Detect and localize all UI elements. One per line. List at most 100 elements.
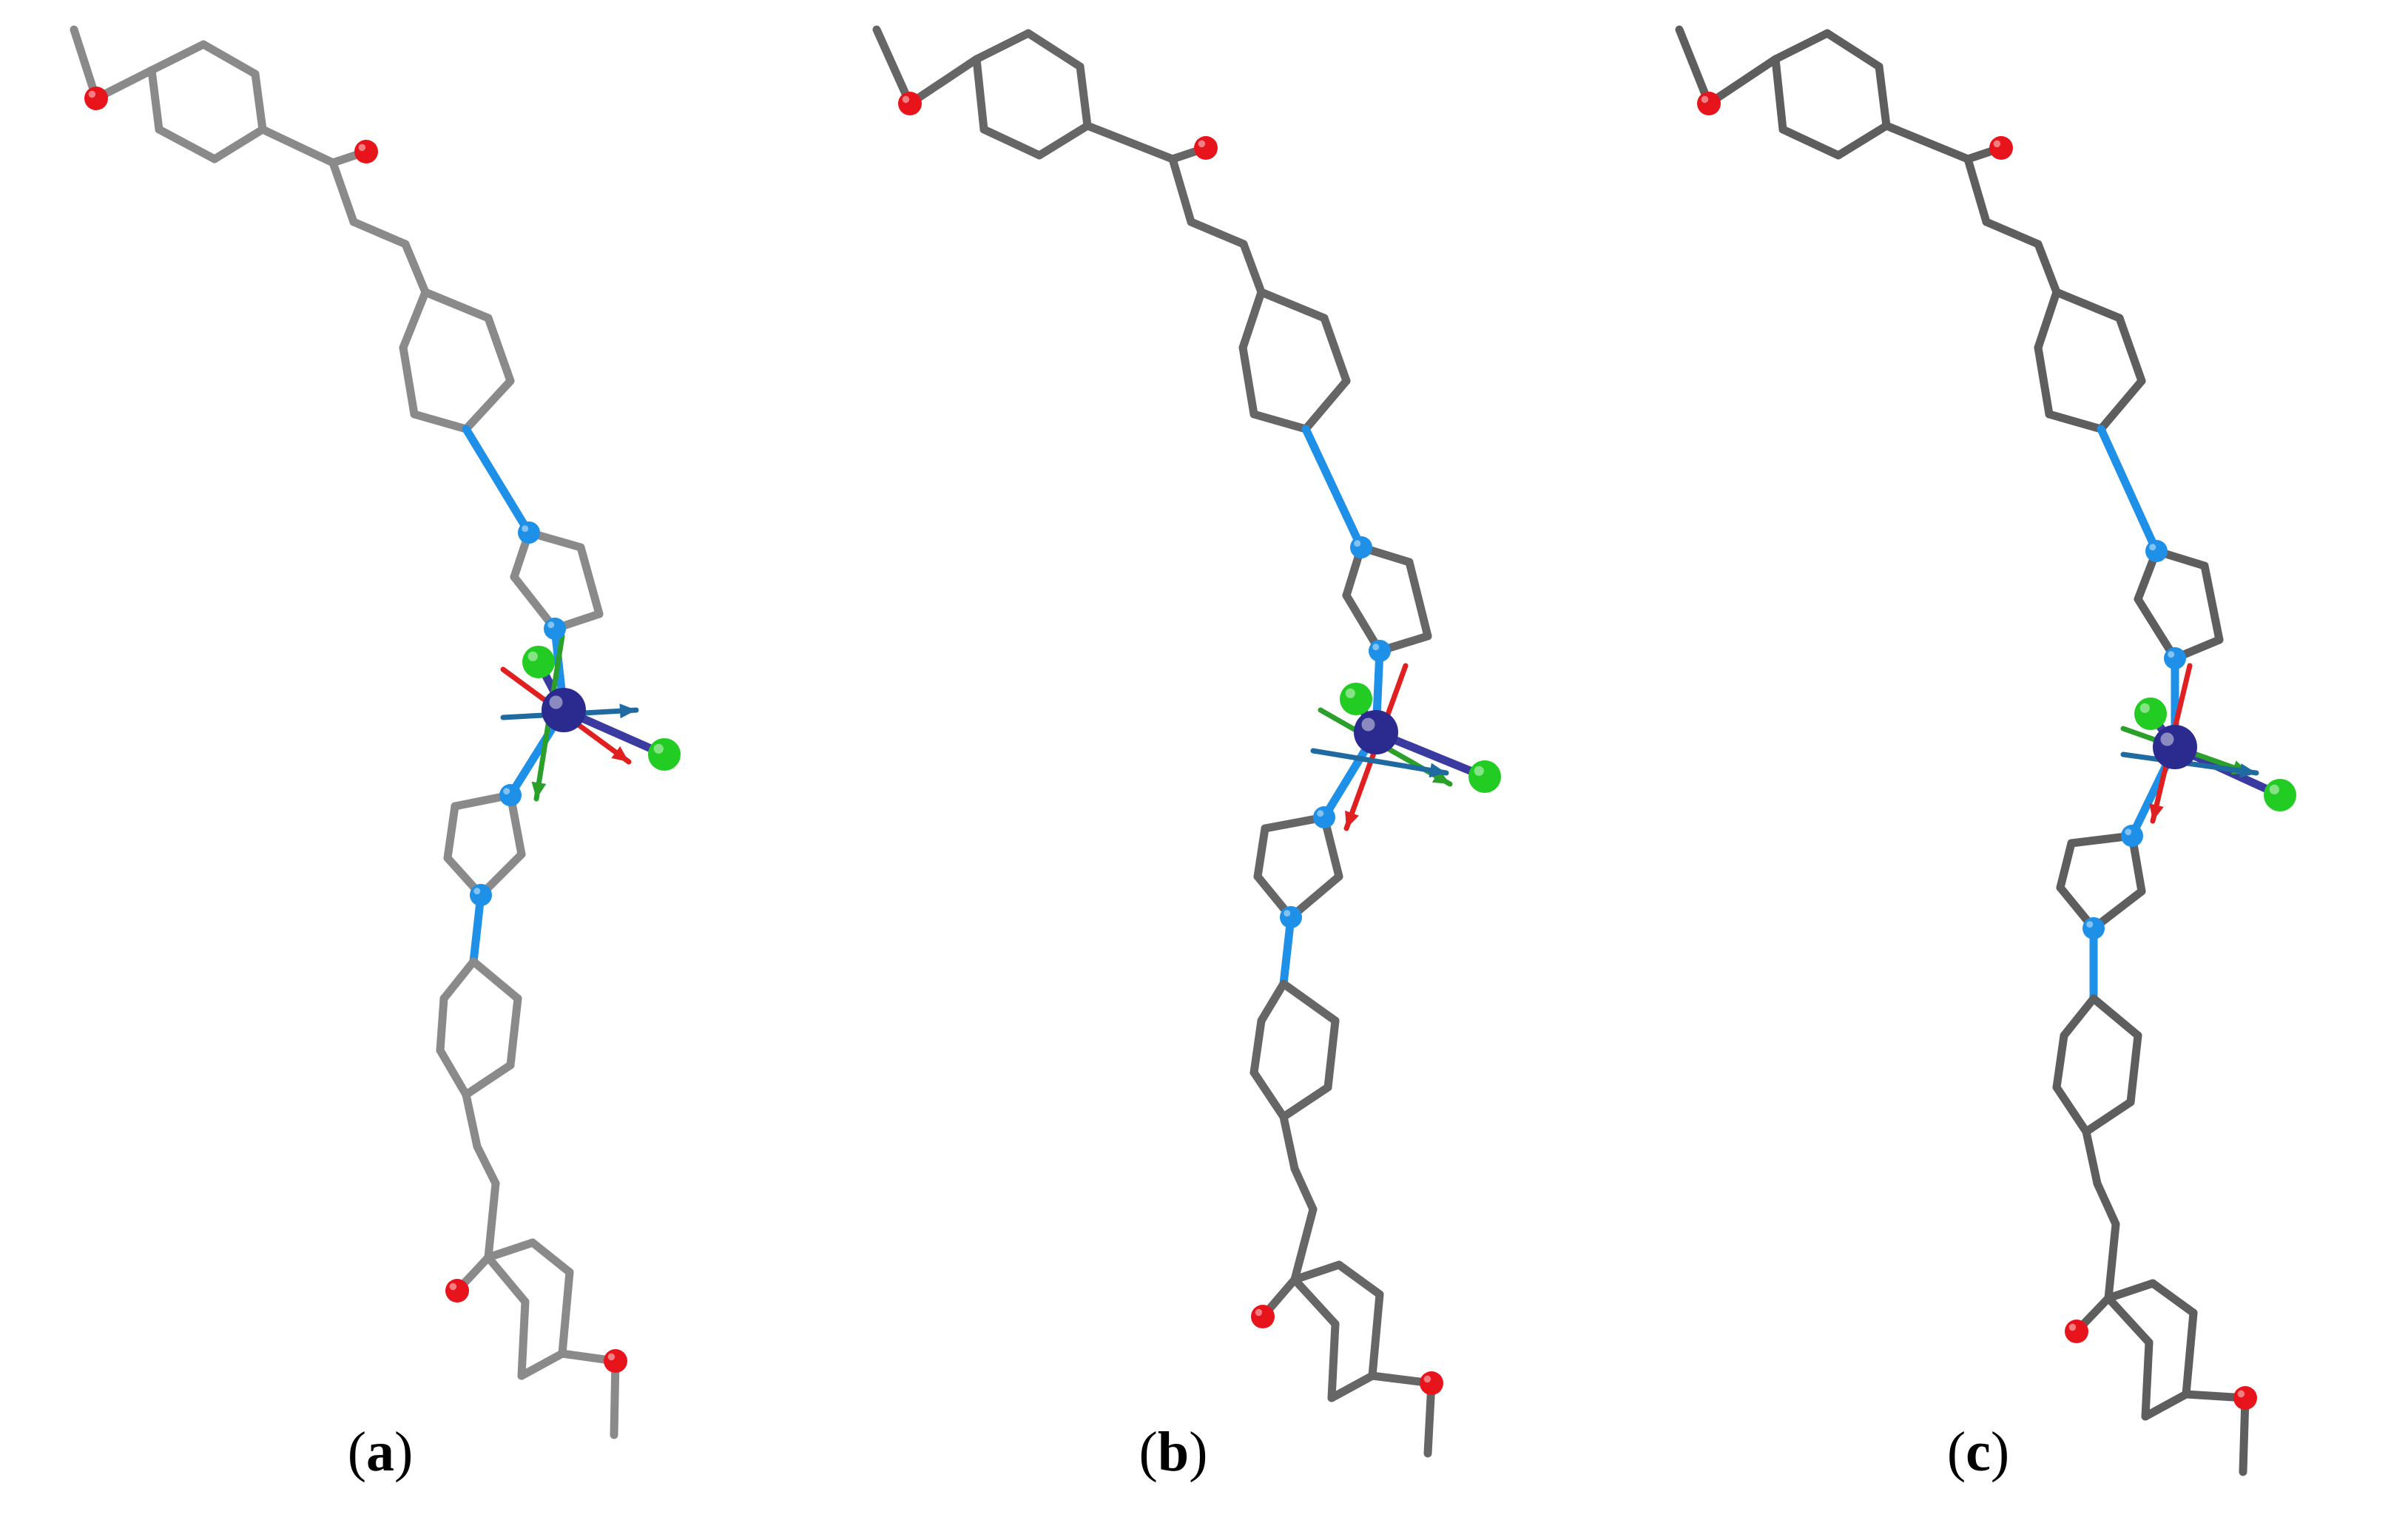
oxygen-atom-highlight — [2068, 1323, 2077, 1331]
oxygen-atom-highlight — [2237, 1390, 2245, 1398]
panel-c: (c) — [1605, 0, 2408, 1520]
methoxy-bond — [1675, 25, 1713, 108]
phenyl-ring-bond — [1335, 1260, 1384, 1299]
phenyl-ring-bond — [1279, 1083, 1332, 1121]
nitrogen-atom — [2164, 647, 2186, 669]
phenyl-ring-bond — [972, 29, 1033, 64]
panel-b: (b) — [803, 0, 1605, 1520]
oxygen-atom-highlight — [449, 1283, 457, 1291]
nitrogen-atom-sphere — [544, 618, 566, 640]
oxygen-atom-highlight — [1993, 140, 2001, 148]
phenyl-ring-bond — [2052, 1083, 2091, 1136]
methoxy-bond — [610, 1357, 620, 1439]
metal-center-atom-sphere — [542, 688, 586, 732]
blue-axis-vector — [1310, 748, 1449, 776]
phenyl-ring-bond — [2052, 288, 2124, 322]
chlorine-atom-sphere — [2264, 779, 2296, 811]
chlorine-atom-sphere — [1468, 760, 1501, 793]
phenyl-ring-bond — [462, 376, 515, 433]
oxygen-atom — [354, 140, 378, 163]
oxygen-atom-sphere — [1251, 1305, 1275, 1328]
phenyl-ring-bond — [1249, 1068, 1288, 1121]
oxygen-atom — [84, 87, 108, 110]
phenyl-ring-bond — [1238, 288, 1266, 352]
oxygen-atom-sphere — [2233, 1386, 2257, 1410]
bond-group — [70, 25, 669, 1439]
chain-bond — [1982, 217, 2043, 249]
caption-letter: b — [1157, 1421, 1190, 1483]
phenyl-ring-bond — [1290, 1275, 1340, 1328]
metal-center-atom-highlight — [1361, 717, 1375, 732]
nitrogen-atom-highlight — [1372, 644, 1380, 651]
oxygen-atom-highlight — [1701, 95, 1709, 104]
phenyl-ring-bond — [1368, 1290, 1384, 1380]
phenyl-ring-bond — [199, 40, 260, 78]
caption-close-paren: ) — [1990, 1421, 2010, 1483]
molecule-c-drawing — [1675, 25, 2296, 1476]
caption-open-paren: ( — [1946, 1421, 1966, 1483]
nitrogen-atom — [499, 784, 522, 806]
oxygen-atom — [2065, 1320, 2088, 1343]
nitrogen-atom-highlight — [1354, 540, 1361, 547]
ether-bond — [1704, 55, 1780, 108]
nitrogen-atom-highlight — [2168, 651, 2175, 658]
nitrogen-atom — [1280, 906, 1302, 928]
oxygen-atom-highlight — [1255, 1308, 1263, 1317]
ether-bond — [905, 55, 981, 108]
oxygen-atom-sphere — [1194, 136, 1218, 160]
nitrogen-atom-sphere — [1280, 906, 1302, 928]
phenyl-ring-bond — [979, 125, 1044, 160]
oxygen-atom — [604, 1349, 627, 1373]
chlorine-atom-sphere — [648, 738, 681, 771]
phenyl-ring-bond — [2082, 1098, 2135, 1136]
nitrogen-atom-sphere — [499, 784, 522, 806]
phenyl-ring-bond — [2126, 1031, 2142, 1107]
caption-close-paren: ) — [1189, 1421, 1208, 1483]
phenyl-ring-bond — [484, 314, 515, 385]
chain-bond — [1279, 1112, 1299, 1173]
chain-bond — [2093, 1179, 2120, 1229]
chain-bond — [2034, 240, 2061, 297]
molecule-b-drawing — [872, 25, 1501, 1458]
atom-group — [898, 92, 1501, 1395]
chain-bond — [2104, 1220, 2120, 1303]
phenyl-ring-bond — [1249, 1016, 1266, 1077]
phenyl-ring-bond — [1257, 979, 1288, 1025]
red-axis-arrowhead — [1345, 810, 1359, 828]
nitrogen-atom — [470, 884, 492, 906]
chlorine-atom — [648, 738, 681, 771]
phenyl-ring-bond — [1290, 1260, 1343, 1284]
nitrogen-atom-sphere — [2121, 825, 2143, 847]
aryl-n-bond — [1301, 425, 1366, 552]
phenyl-ring-bond — [517, 1349, 567, 1380]
imidazole-ring-bond — [1405, 558, 1432, 641]
nitrogen-atom-sphere — [1369, 640, 1391, 662]
caption-letter: a — [366, 1421, 394, 1483]
phenyl-ring-bond — [2115, 314, 2146, 385]
metal-center-atom — [1354, 710, 1398, 754]
imidazole-ring-bond — [2056, 839, 2076, 892]
atom-group — [1697, 92, 2296, 1410]
nitrogen-atom — [2121, 825, 2143, 847]
nitrogen-atom-highlight — [1284, 910, 1291, 917]
nitrogen-atom — [1350, 536, 1372, 558]
oxygen-atom-highlight — [902, 95, 910, 104]
phenyl-ring-bond — [1771, 55, 1787, 134]
phenyl-ring-bond — [2034, 288, 2061, 352]
chlorine-atom-sphere — [2134, 697, 2167, 730]
chlorine-atom — [1340, 683, 1372, 715]
molecule-a-drawing — [70, 25, 681, 1439]
imidazole-ring-bond — [2200, 561, 2224, 644]
methoxy-bond — [872, 25, 914, 108]
phenyl-ring-bond — [2148, 1279, 2198, 1317]
phenyl-ring-bond — [1257, 288, 1329, 322]
phenyl-ring-bond — [462, 1061, 515, 1099]
oxygen-atom — [1194, 136, 1218, 160]
phenyl-ring-bond — [1327, 1320, 1340, 1402]
chlorine-atom — [2134, 697, 2167, 730]
oxygen-atom-sphere — [445, 1279, 469, 1303]
phenyl-ring-bond — [147, 40, 208, 75]
phenyl-ring-bond — [1834, 121, 1891, 160]
oxygen-atom — [1420, 1371, 1443, 1395]
metal-center-atom — [542, 688, 586, 732]
